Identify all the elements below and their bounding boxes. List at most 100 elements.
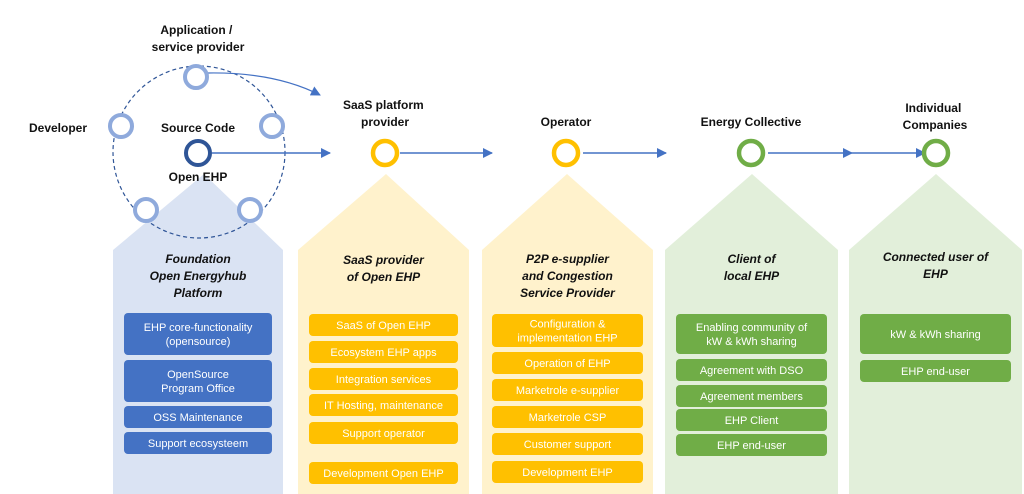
panel-title-foundation-line-2: Open Energyhub [150,269,247,283]
item-saas-provider-6: Development Open EHP [309,462,458,484]
item-label-p2p-esupplier-6-line-1: Development EHP [522,467,613,479]
label-individual-line-1: Individual [905,101,961,115]
label-app-provider: Application / service provider [152,23,245,54]
item-box-p2p-esupplier-3 [492,379,643,401]
node-open-ehp [184,139,212,167]
panel-title-foundation-line-3: Platform [174,286,223,300]
item-foundation-3: OSS Maintenance [124,406,272,428]
item-label-p2p-esupplier-1-line-2: implementation EHP [517,333,617,345]
panel-title-client-local-ehp-line-1: Client of [728,252,777,266]
item-label-connected-user-1-line-1: kW & kWh sharing [890,329,980,341]
label-open-ehp: Open EHP [169,170,228,184]
item-box-client-local-ehp-2 [676,359,827,381]
panel-title-foundation-line-1: Foundation [165,252,230,266]
item-client-local-ehp-5: EHP end-user [676,434,827,456]
item-client-local-ehp-3: Agreement members [676,385,827,407]
node-app-provider [183,64,209,90]
item-box-p2p-esupplier-6 [492,461,643,483]
item-box-client-local-ehp-1 [676,314,827,354]
item-label-p2p-esupplier-4-line-1: Marketrole CSP [529,412,607,424]
item-p2p-esupplier-1: Configuration & implementation EHP [492,314,643,347]
item-saas-provider-4: IT Hosting, maintenance [309,394,458,416]
panel-title-p2p-esupplier-line-1: P2P e-supplier [526,252,610,266]
item-label-foundation-1-line-2: (opensource) [166,336,231,348]
item-box-connected-user-2 [860,360,1011,382]
item-label-foundation-4-line-1: Support ecosysteem [148,438,248,450]
item-label-saas-provider-1-line-1: SaaS of Open EHP [336,320,431,332]
item-label-client-local-ehp-4-line-1: EHP Client [725,415,779,427]
item-connected-user-1: kW & kWh sharing [860,314,1011,354]
item-saas-provider-2: Ecosystem EHP apps [309,341,458,363]
label-energy-collective: Energy Collective [701,115,802,129]
item-box-foundation-2 [124,360,272,402]
item-connected-user-2: EHP end-user [860,360,1011,382]
label-saas-line-1: SaaS platform [343,98,424,112]
item-box-client-local-ehp-3 [676,385,827,407]
label-individual-companies: Individual Companies [903,101,968,132]
label-app-provider-line-1: Application / [160,23,233,37]
node-developer-right [259,113,285,139]
node-individual-companies [921,138,951,168]
item-box-saas-provider-3 [309,368,458,390]
flow-arrow-app-provider-to-saas [207,72,321,96]
item-box-foundation-3 [124,406,272,428]
item-box-saas-provider-2 [309,341,458,363]
item-box-p2p-esupplier-5 [492,433,643,455]
node-developer-bottom-left [133,197,159,223]
item-foundation-4: Support ecosysteem [124,432,272,454]
item-box-foundation-1 [124,313,272,355]
panel-title-connected-user-line-1: Connected user of [883,250,989,264]
item-label-client-local-ehp-5-line-1: EHP end-user [717,440,786,452]
label-individual-line-2: Companies [903,118,968,132]
item-p2p-esupplier-6: Development EHP [492,461,643,483]
item-label-foundation-2-line-1: OpenSource [167,369,229,381]
panel-title-saas-provider-line-1: SaaS provider [343,253,425,267]
item-label-p2p-esupplier-1-line-1: Configuration & [530,319,606,331]
item-box-saas-provider-5 [309,422,458,444]
item-box-connected-user-1 [860,314,1011,354]
panel-title-connected-user-line-2: EHP [923,267,949,281]
item-p2p-esupplier-2: Operation of EHP [492,352,643,374]
item-saas-provider-3: Integration services [309,368,458,390]
item-label-saas-provider-6-line-1: Development Open EHP [323,468,443,480]
item-box-p2p-esupplier-2 [492,352,643,374]
node-operator [551,138,581,168]
item-box-saas-provider-6 [309,462,458,484]
item-box-foundation-4 [124,432,272,454]
item-label-foundation-1-line-1: EHP core-functionality [144,322,253,334]
panel-title-p2p-esupplier-line-3: Service Provider [520,286,616,300]
item-foundation-1: EHP core-functionality (opensource) [124,313,272,355]
item-label-client-local-ehp-3-line-1: Agreement members [700,391,803,403]
item-label-saas-provider-5-line-1: Support operator [342,428,425,440]
item-p2p-esupplier-5: Customer support [492,433,643,455]
item-label-p2p-esupplier-3-line-1: Marketrole e-supplier [516,385,620,397]
item-saas-provider-1: SaaS of Open EHP [309,314,458,336]
item-client-local-ehp-2: Agreement with DSO [676,359,827,381]
node-developer-left [108,113,134,139]
item-label-foundation-2-line-2: Program Office [161,383,235,395]
item-saas-provider-5: Support operator [309,422,458,444]
item-box-saas-provider-1 [309,314,458,336]
panel-title-p2p-esupplier-line-2: and Congestion [522,269,613,283]
item-label-p2p-esupplier-2-line-1: Operation of EHP [524,358,610,370]
item-label-saas-provider-4-line-1: IT Hosting, maintenance [324,400,443,412]
item-label-saas-provider-2-line-1: Ecosystem EHP apps [330,347,437,359]
panel-title-saas-provider-line-2: of Open EHP [347,270,421,284]
item-box-client-local-ehp-5 [676,434,827,456]
item-box-p2p-esupplier-4 [492,406,643,428]
item-label-client-local-ehp-1-line-2: kW & kWh sharing [706,336,796,348]
node-saas-provider [370,138,400,168]
item-box-p2p-esupplier-1 [492,314,643,347]
item-client-local-ehp-4: EHP Client [676,409,827,431]
label-source-code: Source Code [161,121,235,135]
panel-title-client-local-ehp-line-2: local EHP [724,269,780,283]
label-developer: Developer [29,121,87,135]
item-label-connected-user-2-line-1: EHP end-user [901,366,970,378]
item-label-saas-provider-3-line-1: Integration services [336,374,432,386]
node-developer-bottom-right [237,197,263,223]
label-saas-line-2: provider [361,115,409,129]
